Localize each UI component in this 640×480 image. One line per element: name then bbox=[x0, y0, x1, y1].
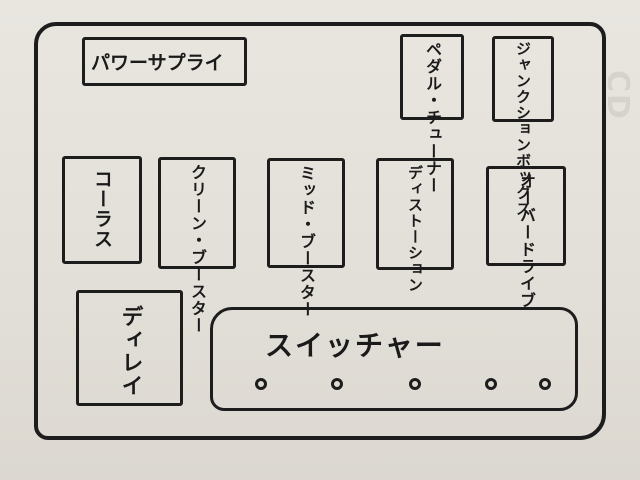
power-supply-box: パワーサプライ bbox=[82, 37, 247, 86]
chorus-box: コーラス bbox=[62, 156, 142, 264]
switcher-label: スイッチャー bbox=[265, 329, 445, 362]
power-supply-label: パワーサプライ bbox=[91, 52, 224, 74]
delay-box: ディレイ bbox=[76, 290, 183, 406]
footswitch-circle bbox=[409, 378, 421, 390]
mid-booster-box: ミッド・ブースター bbox=[267, 158, 345, 318]
footswitch-circle bbox=[485, 378, 497, 390]
junction-box-box: ジャンクションボックス bbox=[492, 36, 554, 217]
footswitch-circle bbox=[539, 378, 551, 390]
pedal-tuner-box: ペダル・チューナー bbox=[400, 34, 464, 194]
chorus-label: コーラス bbox=[91, 169, 113, 249]
switcher-box: スイッチャー bbox=[210, 307, 578, 411]
distortion-label: ディストーション bbox=[406, 165, 424, 293]
footswitch-circle bbox=[255, 378, 267, 390]
overdrive-label: オーバードライブ bbox=[517, 173, 536, 309]
pedal-tuner-label: ペダル・チューナー bbox=[423, 41, 442, 194]
junction-box-label: ジャンクションボックス bbox=[512, 39, 534, 217]
footswitch-circle bbox=[331, 378, 343, 390]
mid-booster-label: ミッド・ブースター bbox=[297, 165, 316, 318]
delay-label: ディレイ bbox=[117, 305, 143, 397]
overdrive-box: オーバードライブ bbox=[486, 166, 566, 309]
clean-booster-box: クリーン・ブースター bbox=[158, 157, 236, 334]
pedalboard-outline bbox=[34, 22, 606, 440]
clean-booster-label: クリーン・ブースター bbox=[188, 164, 207, 334]
distortion-box: ディストーション bbox=[376, 158, 454, 293]
